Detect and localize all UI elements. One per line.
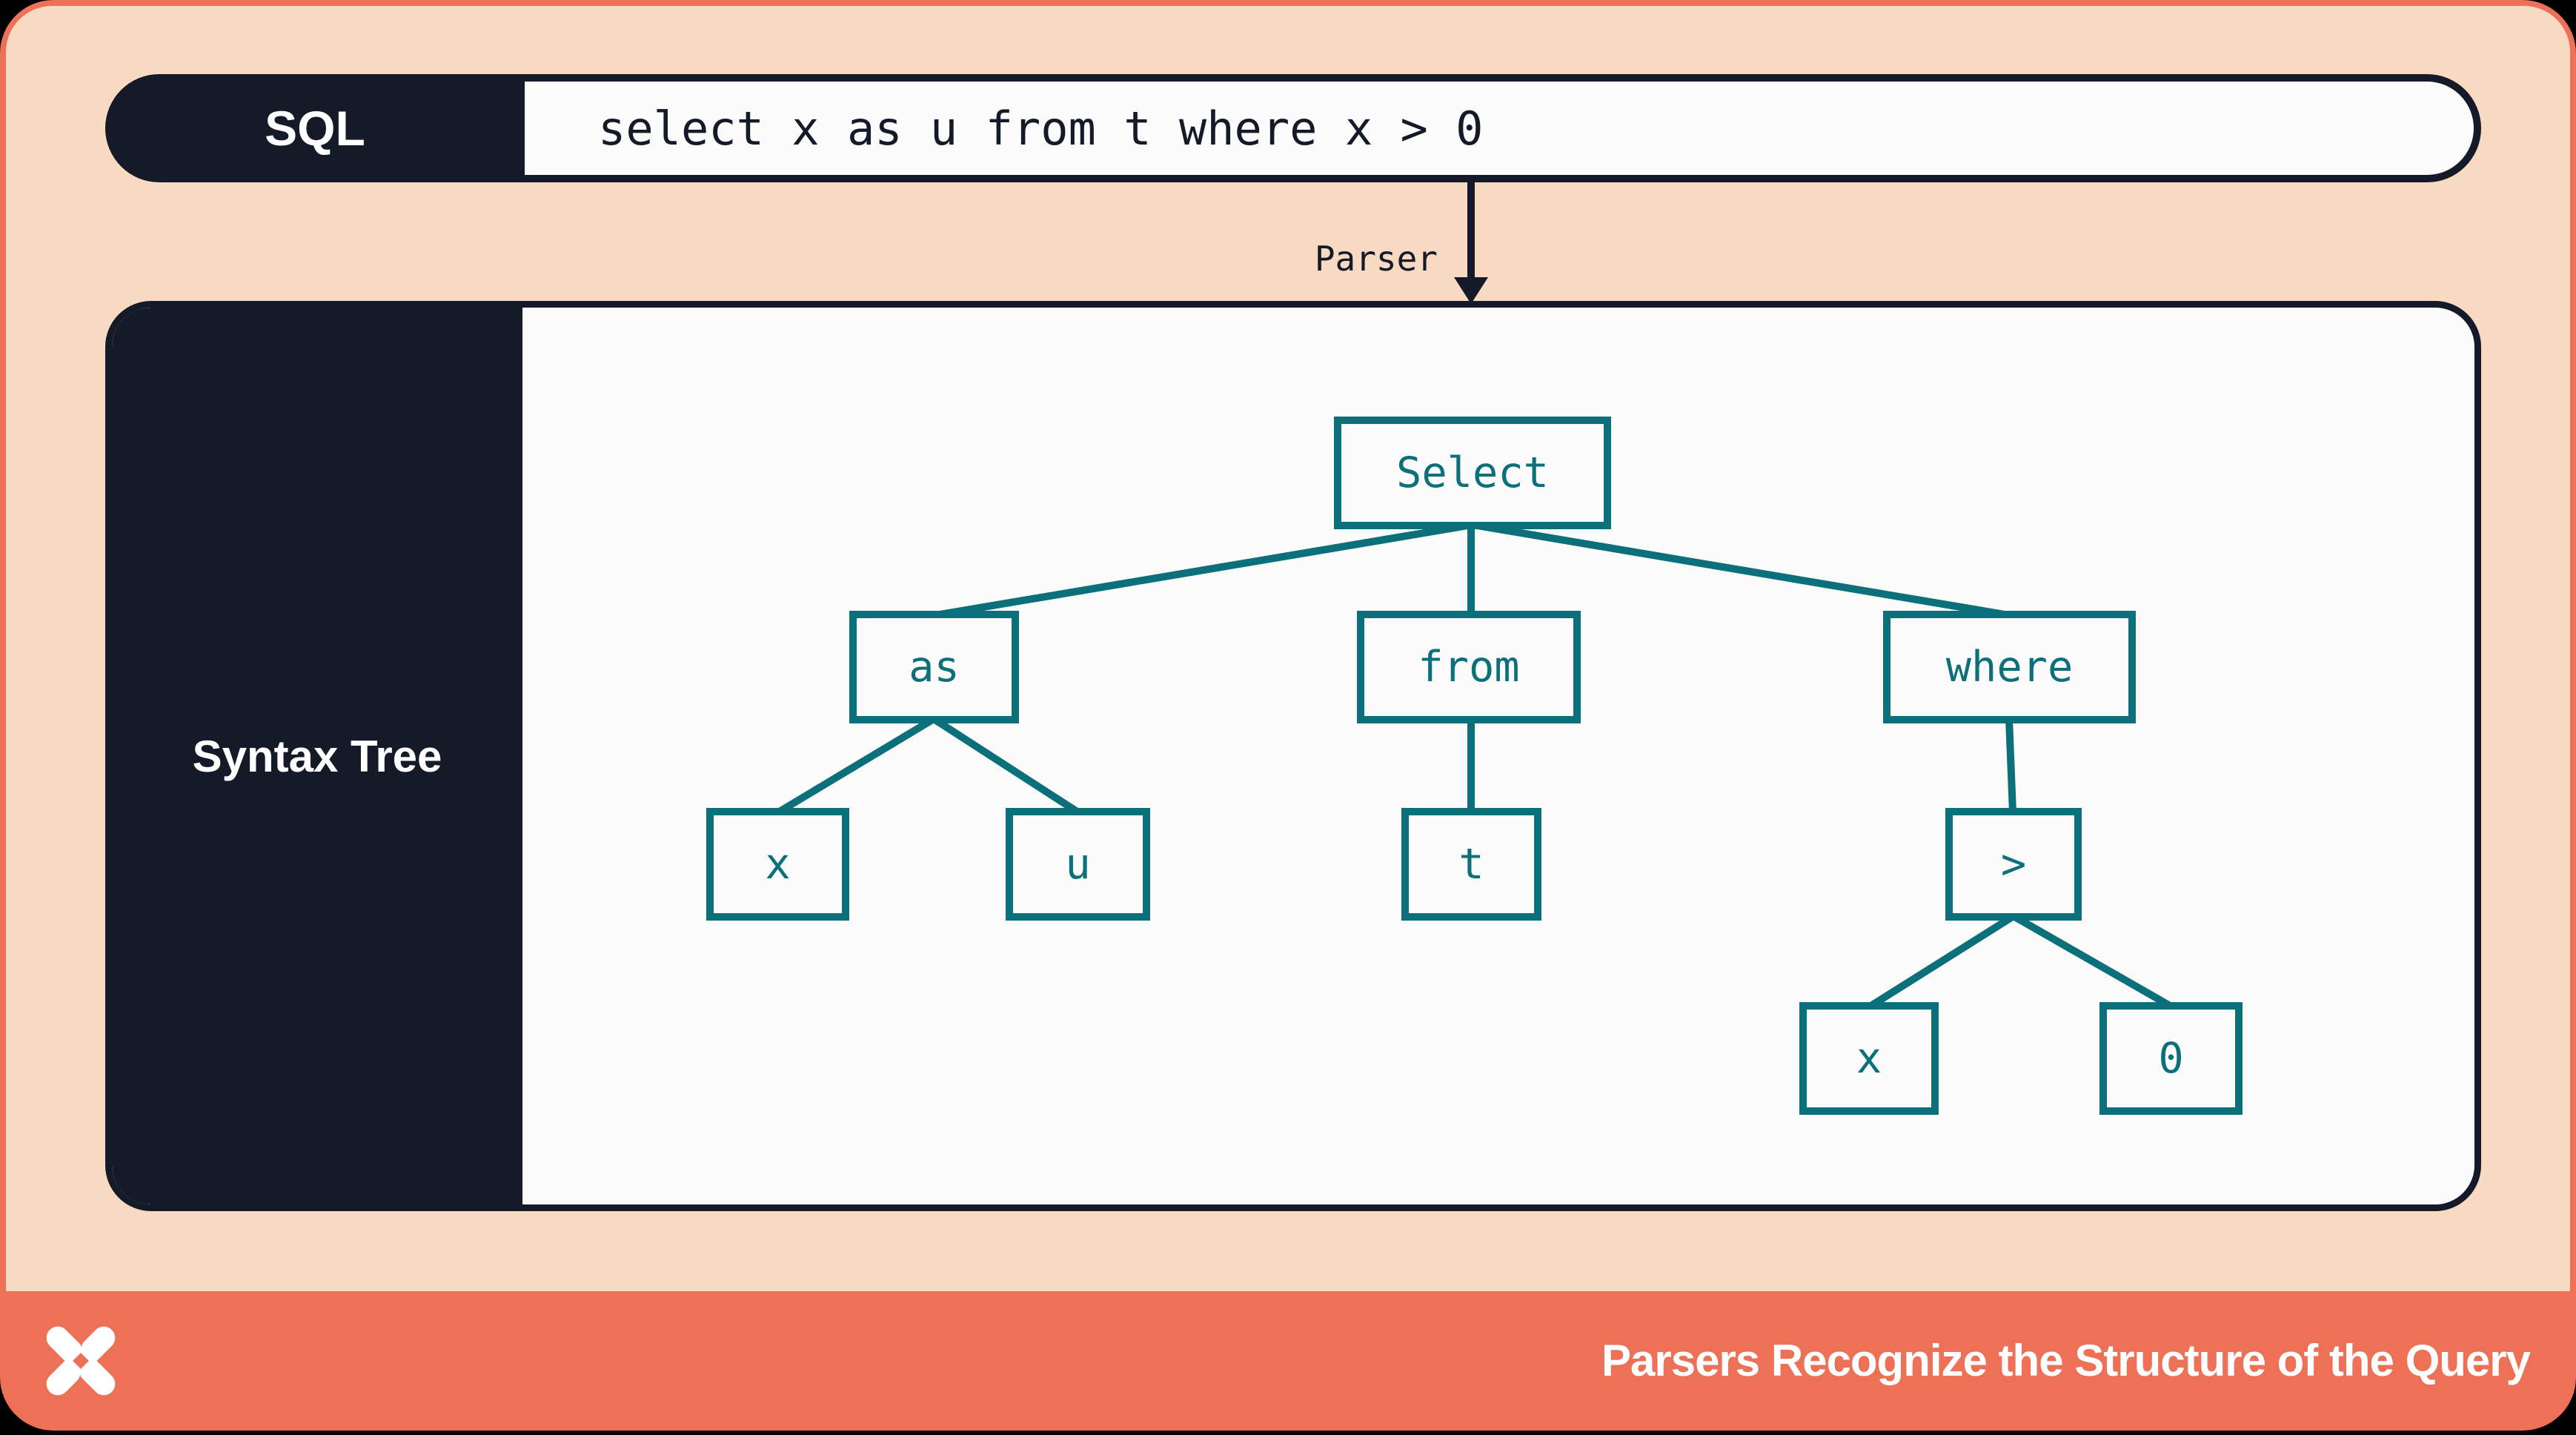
sql-bar: SQL select x as u from t where x > 0: [105, 74, 2481, 182]
tree-node-select: Select: [1334, 417, 1611, 529]
tree-node-from: from: [1357, 611, 1581, 723]
tree-node-x2: x: [1799, 1002, 1939, 1115]
syntax-tree-label: Syntax Tree: [192, 731, 442, 781]
parser-arrow-line: [1467, 182, 1475, 280]
syntax-tree-box: Syntax Tree: [105, 301, 2481, 1211]
tree-node-u: u: [1006, 808, 1150, 921]
footer-title: Parsers Recognize the Structure of the Q…: [1601, 1336, 2531, 1385]
sql-query-text: select x as u from t where x > 0: [598, 101, 1484, 156]
tree-node-x: x: [706, 808, 849, 921]
sql-code-area: select x as u from t where x > 0: [525, 82, 2474, 175]
parser-label: Parser: [1314, 239, 1438, 279]
tree-node-gt: >: [1945, 808, 2082, 921]
pinwheel-x-logo: [46, 1323, 116, 1399]
tree-node-zero: 0: [2099, 1002, 2243, 1115]
syntax-tree-label-panel: Syntax Tree: [112, 308, 522, 1204]
tree-node-where: where: [1883, 611, 2136, 723]
sql-label: SQL: [265, 101, 365, 156]
sql-label-section: SQL: [105, 74, 525, 182]
parser-arrow-head-icon: [1454, 277, 1488, 304]
tree-node-as: as: [849, 611, 1019, 723]
tree-node-t: t: [1401, 808, 1541, 921]
